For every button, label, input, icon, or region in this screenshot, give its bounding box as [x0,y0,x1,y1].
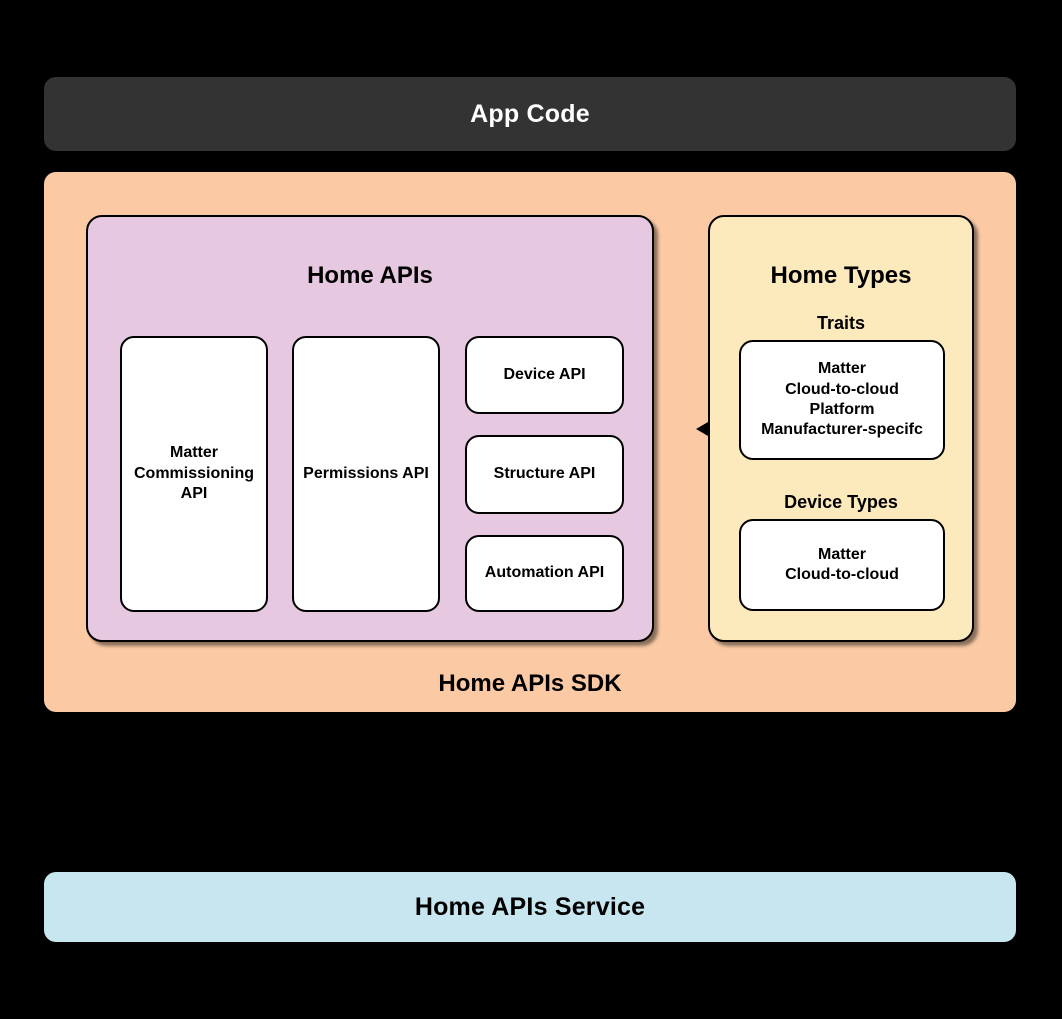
card-automation-api: Automation API [465,535,624,612]
device-types-section-title: Device Types [784,492,898,512]
card-device-api: Device API [465,336,624,414]
app-code-label: App Code [470,99,590,128]
home-apis-panel: Home APIs Matter Commissioning API Permi… [86,215,654,642]
card-permissions-api: Permissions API [292,336,440,612]
card-device-types-list: Matter Cloud-to-cloud [739,519,945,611]
card-traits-list: Matter Cloud-to-cloud Platform Manufactu… [739,340,945,460]
home-types-panel: Home Types Traits Matter Cloud-to-cloud … [708,215,974,642]
home-apis-service-label: Home APIs Service [414,892,646,921]
home-apis-sdk-label: Home APIs SDK [438,670,622,697]
home-apis-title: Home APIs [307,262,433,289]
card-matter-commissioning-api: Matter Commissioning API [120,336,268,612]
card-structure-api: Structure API [465,435,624,514]
traits-section-title: Traits [816,313,866,333]
home-apis-sdk-container: Home APIs Matter Commissioning API Permi… [44,172,1016,712]
app-code-bar: App Code [44,77,1016,151]
home-apis-service-bar: Home APIs Service [44,872,1016,942]
home-types-title: Home Types [770,262,912,289]
